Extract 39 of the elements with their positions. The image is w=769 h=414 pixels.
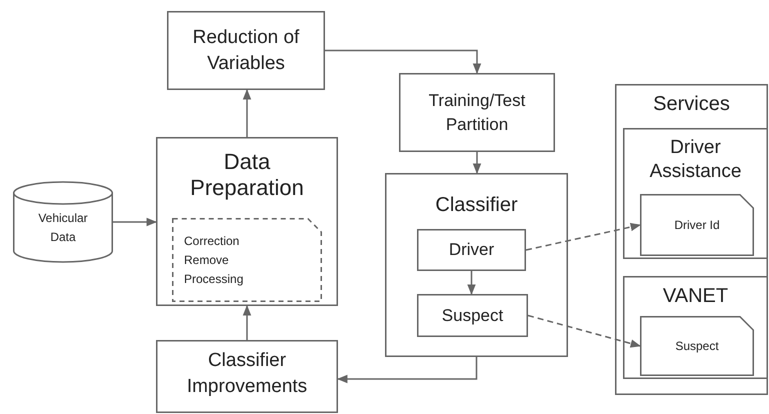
node-label: Vehicular Data	[37, 210, 89, 246]
document-box	[640, 316, 754, 376]
dashed-arrow	[528, 314, 642, 348]
arrow	[325, 50, 482, 74]
node-label: Correction	[184, 232, 240, 250]
node-label: Driver Id	[673, 217, 721, 233]
process-box	[417, 294, 528, 337]
process-box	[156, 340, 338, 413]
node-label: Processing	[184, 270, 244, 288]
process-box	[156, 137, 338, 306]
dashed-arrow	[526, 222, 642, 251]
arrow	[467, 271, 476, 296]
process-box	[167, 11, 325, 90]
node-label: Remove	[184, 252, 229, 268]
arrow	[113, 218, 158, 226]
arrow	[242, 304, 252, 340]
node-label: Services	[652, 92, 731, 116]
group-box	[623, 276, 768, 379]
group-box	[623, 128, 768, 259]
node-label: Suspect	[440, 304, 504, 326]
node-label: Training/Test Partition	[428, 90, 526, 136]
node-label: Classifier	[434, 193, 519, 217]
node-label: Data Preparation	[189, 149, 305, 201]
node-label: Classifier Improvements	[186, 349, 308, 399]
node-label: Reduction of Variables	[192, 26, 300, 76]
document-box	[172, 218, 322, 302]
process-box	[385, 173, 568, 357]
node-label: VANET	[662, 284, 730, 308]
group-box	[615, 84, 768, 395]
node-label: Suspect	[674, 338, 720, 354]
arrow	[242, 88, 252, 137]
node-label: Driver	[448, 239, 496, 261]
database-cylinder	[13, 181, 113, 263]
arrow	[472, 152, 482, 174]
node-label: Driver Assistance	[648, 136, 742, 184]
arrow	[336, 357, 478, 384]
document-box	[640, 194, 754, 256]
process-box	[399, 73, 555, 152]
process-box	[417, 229, 526, 271]
